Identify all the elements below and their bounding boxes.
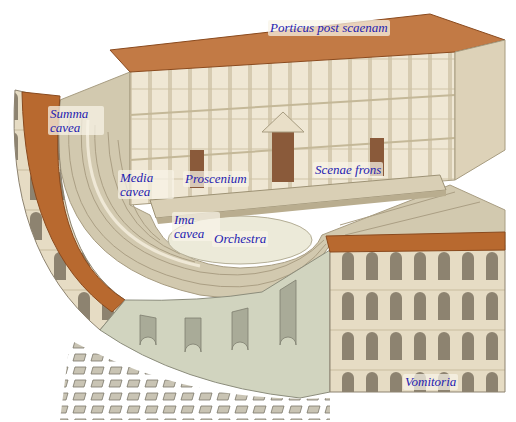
part-label: Media cavea (118, 170, 174, 199)
part-label: Proscenium (183, 171, 249, 187)
part-label: Summa cavea (48, 106, 104, 135)
part-label: Scenae frons (313, 162, 383, 178)
part-label: Orchestra (212, 231, 268, 247)
part-label: Porticus post scaenam (268, 20, 390, 36)
part-label: Vomitoria (403, 374, 458, 390)
